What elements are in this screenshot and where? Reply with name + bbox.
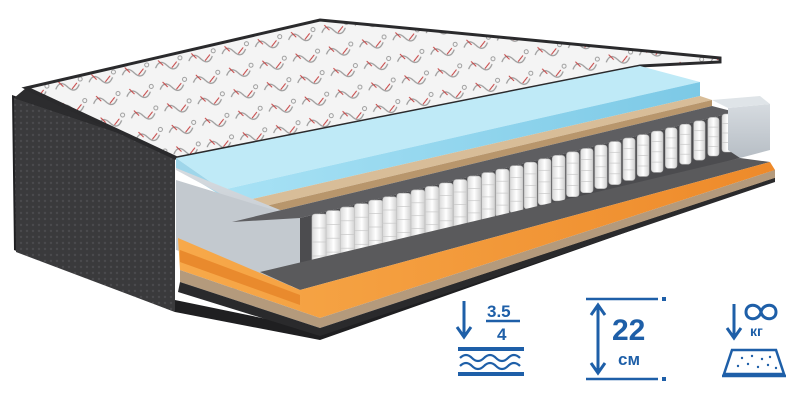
firmness-bottom-value: 4 (497, 325, 507, 344)
pocket-spring-block (300, 112, 740, 275)
felt-layer-bottom (260, 158, 770, 290)
height-icon: 22 см (586, 297, 666, 381)
height-value: 22 (612, 314, 645, 347)
felt-layer-top (232, 106, 735, 222)
firmness-top-value: 3.5 (487, 302, 511, 321)
height-unit: см (618, 350, 640, 369)
perimeter-foam-right (712, 96, 770, 158)
weight-unit: кг (750, 323, 763, 339)
coconut-layer (222, 96, 712, 222)
firmness-icon: 3.5 4 (455, 301, 524, 376)
orange-foam-layer (178, 162, 775, 318)
weight-limit-icon: кг (722, 303, 786, 378)
